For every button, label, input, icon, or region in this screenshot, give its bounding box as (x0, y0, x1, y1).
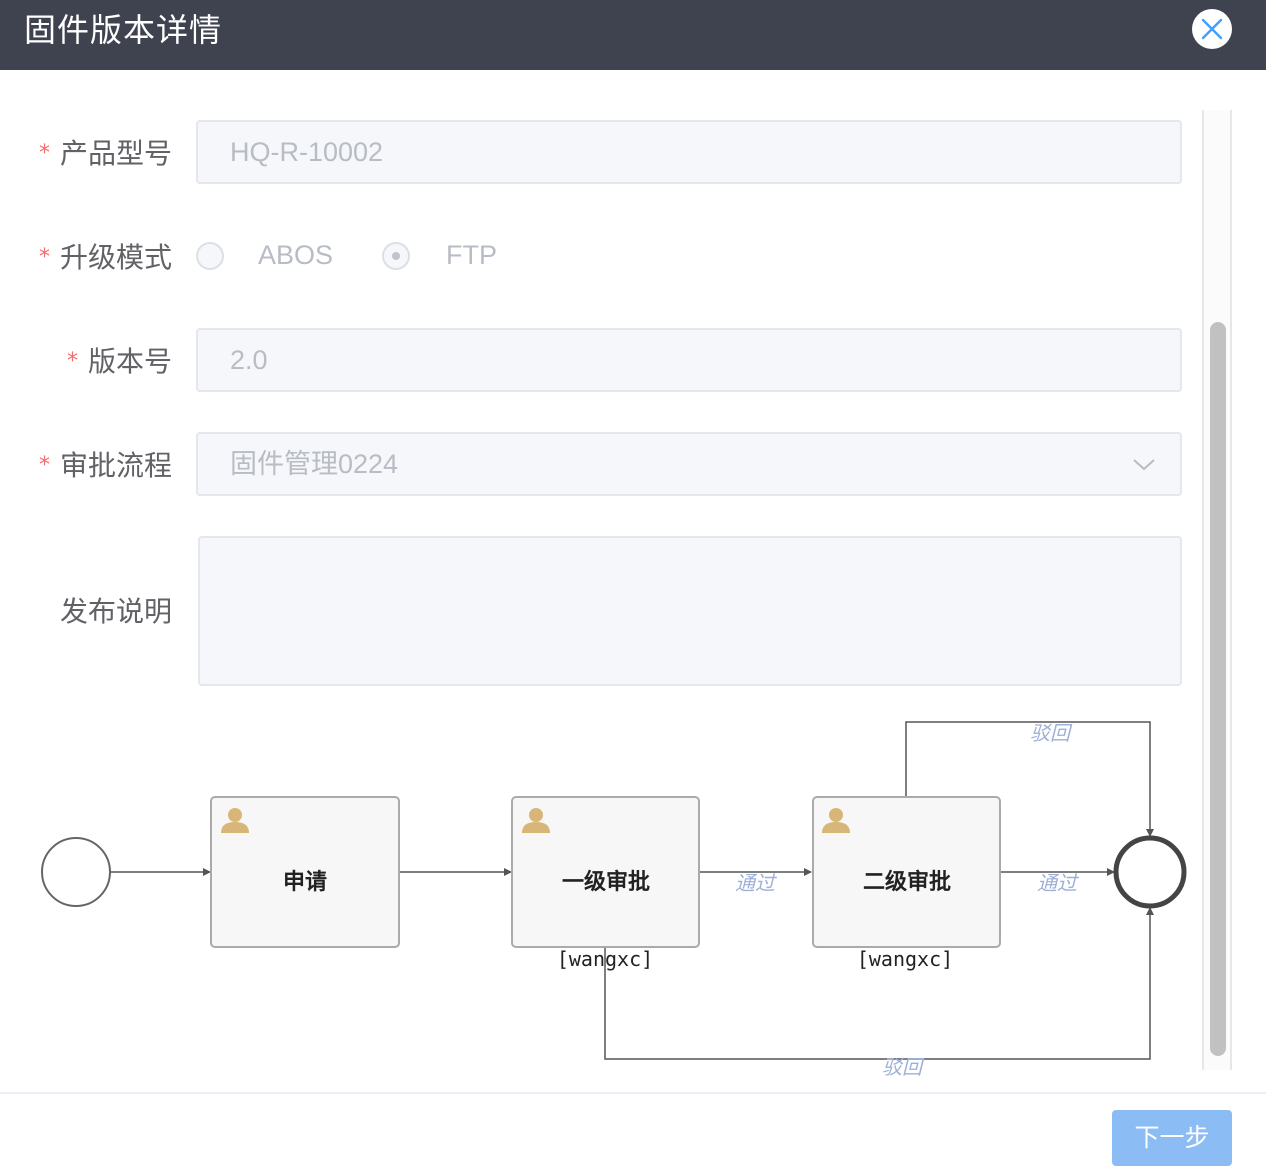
radio-abos[interactable]: ABOS (196, 240, 333, 271)
chevron-down-icon (1133, 459, 1155, 471)
flow-node-assignee: [wangxc] (857, 947, 953, 971)
radio-abos-label: ABOS (258, 240, 334, 270)
flow-node-assignee: [wangxc] (557, 947, 653, 971)
release-notes-label: 发布说明 (59, 595, 172, 628)
edge-label-reject: 驳回 (1030, 721, 1073, 745)
approval-flow-diagram: 申请 一级审批 [wangxc] 二级审批 [wangxc] 通过 通过 驳回 … (41, 721, 1187, 1079)
product-model-value: HQ-R-10002 (230, 137, 384, 167)
approval-flow-select[interactable]: 固件管理0224 (196, 432, 1182, 496)
flow-node-label: 二级审批 (863, 869, 951, 895)
dialog-title: 固件版本详情 (24, 11, 223, 49)
required-mark: * (66, 349, 78, 374)
radio-ftp-label: FTP (446, 240, 497, 270)
upgrade-mode-label: *升级模式 (38, 241, 172, 274)
close-icon (1201, 18, 1223, 40)
edge-label-reject: 驳回 (882, 1055, 925, 1079)
edge-reject-bottom (604, 907, 1154, 1060)
approval-flow-value: 固件管理0224 (230, 449, 399, 479)
edge-reject-top (905, 721, 1154, 837)
edge-label-pass: 通过 (735, 871, 778, 895)
flow-node-level1[interactable]: 一级审批 (511, 796, 700, 948)
version-label: *版本号 (66, 345, 172, 378)
flow-node-apply[interactable]: 申请 (210, 796, 400, 948)
version-input[interactable]: 2.0 (196, 328, 1182, 392)
flow-node-level2[interactable]: 二级审批 (812, 796, 1001, 948)
next-step-button[interactable]: 下一步 (1112, 1110, 1232, 1166)
product-model-label: *产品型号 (38, 137, 172, 170)
required-mark: * (38, 245, 50, 270)
start-event (41, 837, 111, 907)
radio-ftp[interactable]: FTP (382, 240, 497, 271)
required-mark: * (38, 141, 50, 166)
radio-selected-dot (392, 251, 400, 260)
product-model-input[interactable]: HQ-R-10002 (196, 120, 1182, 184)
flow-node-label: 申请 (283, 869, 327, 895)
close-button[interactable] (1192, 9, 1232, 49)
dialog-header: 固件版本详情 (0, 0, 1266, 70)
required-mark: * (38, 453, 50, 478)
release-notes-textarea[interactable] (198, 536, 1182, 686)
scrollbar-thumb[interactable] (1210, 322, 1226, 1056)
radio-abos-circle (196, 241, 224, 270)
approval-flow-label: *审批流程 (38, 449, 172, 482)
footer-divider (0, 1092, 1266, 1094)
radio-ftp-circle (382, 241, 410, 270)
end-event (1113, 835, 1187, 909)
version-value: 2.0 (230, 345, 268, 375)
flow-node-label: 一级审批 (562, 869, 650, 895)
edge-label-pass: 通过 (1037, 871, 1080, 895)
dialog-body: *产品型号 HQ-R-10002 *升级模式 ABOS FTP *版本号 2.0… (0, 70, 1266, 1092)
